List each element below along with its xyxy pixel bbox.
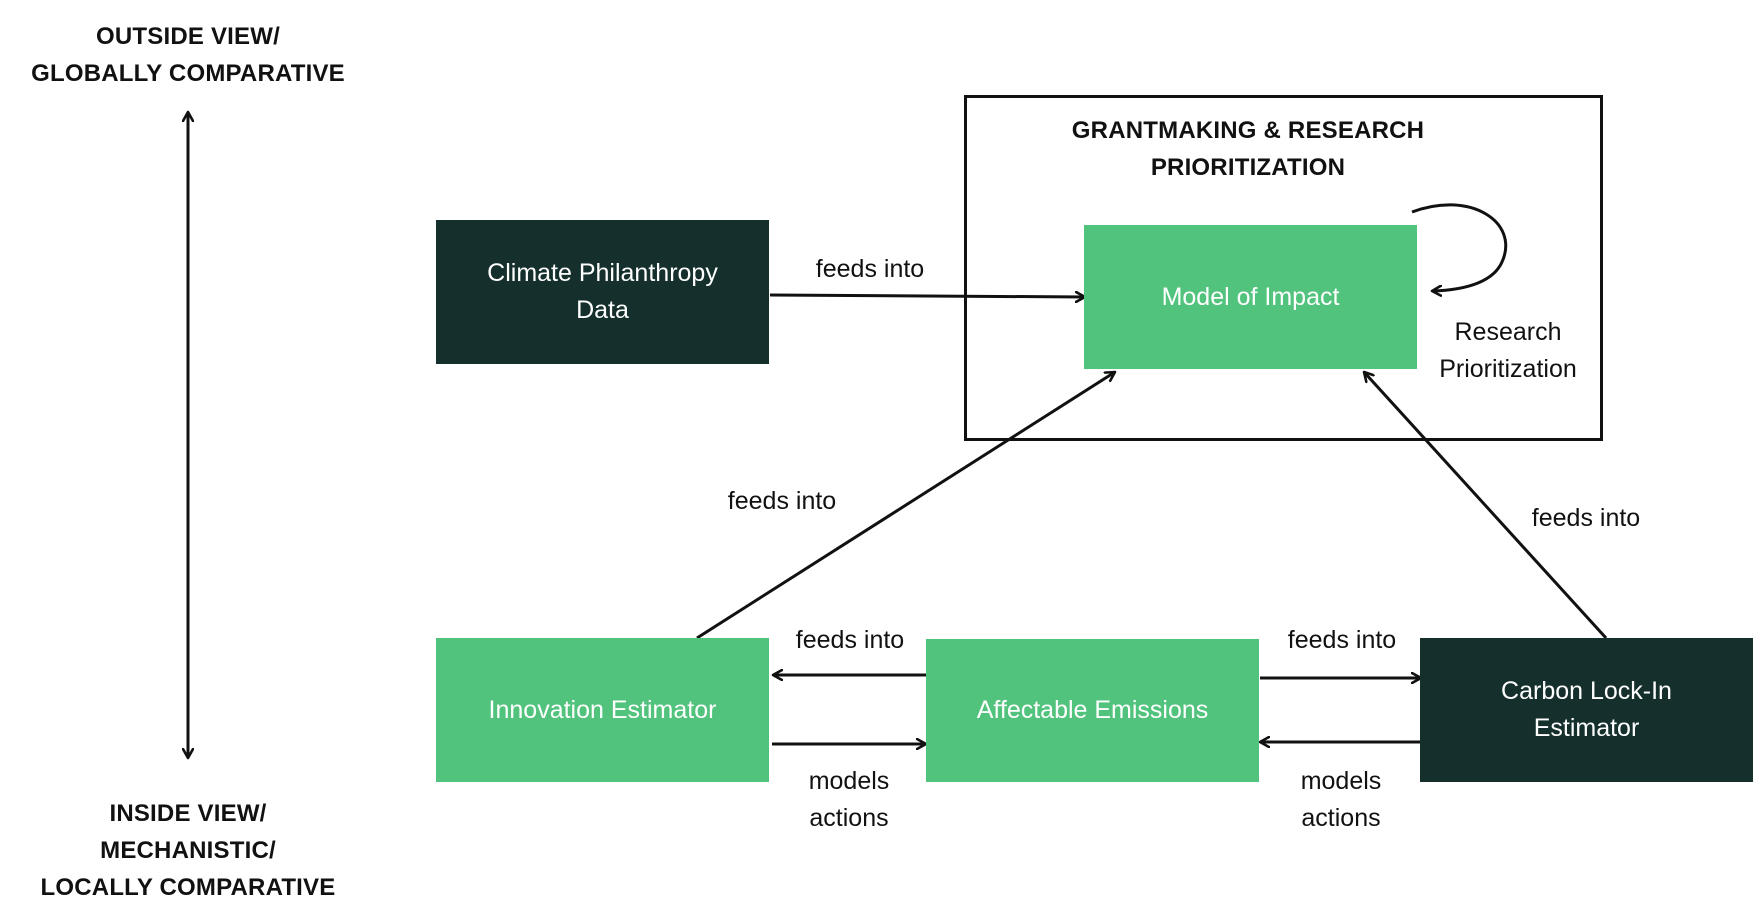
edge-label-carbon-to-model: feeds into [1531, 504, 1641, 532]
axis-bottom-label: INSIDE VIEW/ MECHANISTIC/ LOCALLY COMPAR… [0, 795, 376, 906]
node-climate-philanthropy-data: Climate Philanthropy Data [436, 220, 769, 364]
node-innovation-estimator: Innovation Estimator [436, 638, 769, 782]
node-affectable-emissions: Affectable Emissions [926, 639, 1259, 782]
edge-innovation-to-model [696, 372, 1115, 640]
edge-label-carbon-models-line2: actions [1301, 804, 1381, 832]
node-model-of-impact: Model of Impact [1084, 225, 1417, 369]
edge-label-innovation-models-line2: actions [809, 804, 889, 832]
axis-top-label-line2: GLOBALLY COMPARATIVE [31, 60, 345, 87]
edge-climate-to-model [769, 295, 1085, 297]
axis-bottom-label-line1: INSIDE VIEW/ [109, 800, 267, 827]
edge-label-carbon-models-line1: models [1300, 767, 1382, 795]
node-innovation-label: Innovation Estimator [488, 695, 717, 724]
edge-label-emissions-to-innovation: feeds into [795, 626, 905, 654]
group-title: GRANTMAKING & RESEARCH PRIORITIZATION [1030, 112, 1466, 186]
group-title-line1: GRANTMAKING & RESEARCH [1071, 117, 1425, 144]
edge-label-self-loop-line2: Prioritization [1439, 355, 1577, 383]
edge-label-carbon-models: models actions [1262, 763, 1420, 837]
axis-top-label: OUTSIDE VIEW/ GLOBALLY COMPARATIVE [0, 18, 376, 92]
axis-bottom-label-line3: LOCALLY COMPARATIVE [40, 874, 336, 901]
edge-label-innovation-to-model: feeds into [727, 487, 837, 515]
node-climate-line2: Data [576, 296, 629, 324]
node-model-of-impact-label: Model of Impact [1161, 282, 1340, 311]
axis-top-label-line1: OUTSIDE VIEW/ [96, 23, 280, 50]
grantmaking-group-frame [964, 95, 1603, 441]
node-carbon-lockin-estimator: Carbon Lock-In Estimator [1420, 638, 1753, 782]
group-title-line2: PRIORITIZATION [1150, 154, 1346, 181]
node-emissions-label: Affectable Emissions [976, 696, 1209, 724]
edge-label-self-loop: Research Prioritization [1418, 314, 1598, 388]
axis-bottom-label-line2: MECHANISTIC/ [100, 837, 276, 864]
edge-label-self-loop-line1: Research [1454, 318, 1562, 346]
edge-label-climate-to-model: feeds into [815, 255, 925, 283]
node-climate-line1: Climate Philanthropy [487, 259, 718, 287]
edge-self-loop [1411, 203, 1508, 291]
node-carbon-line1: Carbon Lock-In [1501, 677, 1672, 705]
node-carbon-line2: Estimator [1533, 714, 1640, 742]
edge-label-innovation-models: models actions [772, 763, 926, 837]
edge-label-emissions-to-carbon: feeds into [1287, 626, 1397, 654]
edge-carbon-to-model [1364, 372, 1608, 640]
edge-label-innovation-models-line1: models [808, 767, 890, 795]
